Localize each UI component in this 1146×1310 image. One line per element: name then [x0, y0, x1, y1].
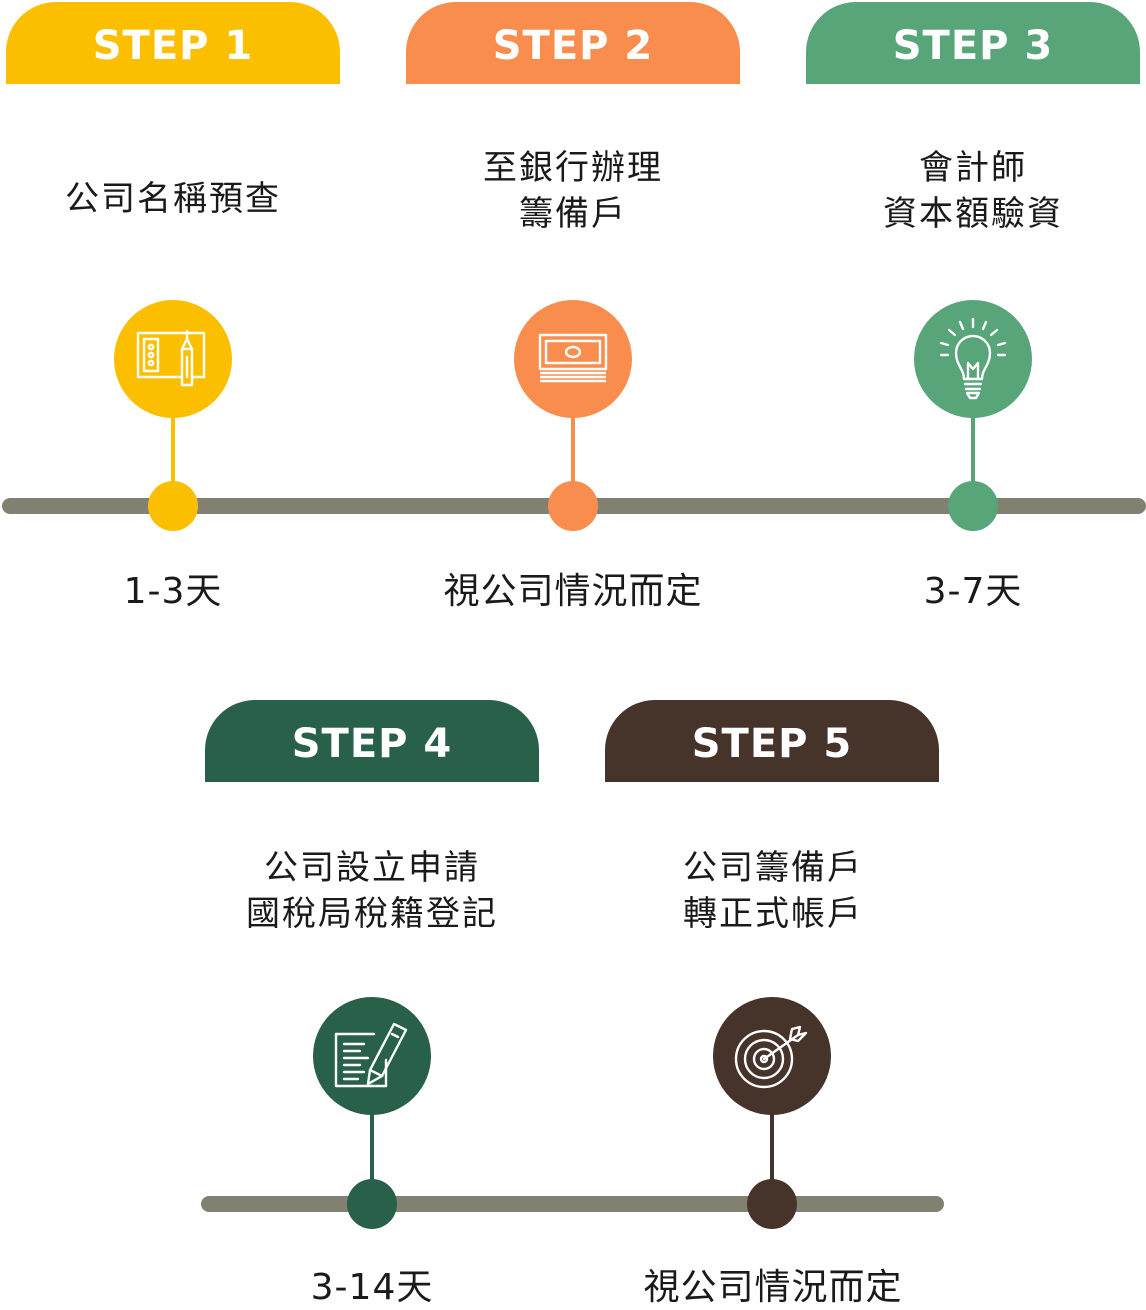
step-2-title: 至銀行辦理 籌備戶 [373, 145, 773, 237]
step-5-title-line-1: 公司籌備戶 [683, 848, 863, 888]
step-5-dot [747, 1179, 797, 1229]
step-1-title: 公司名稱預查 [0, 176, 373, 222]
step-5-stem [770, 1113, 774, 1199]
step-3-duration: 3-7天 [923, 571, 1023, 612]
step-3-title-line-1: 會計師 [919, 148, 1027, 188]
timeline-track-bottom [201, 1196, 944, 1212]
step-3-title: 會計師 資本額驗資 [773, 145, 1146, 237]
step-4-tab: STEP 4 [205, 700, 539, 782]
step-5-tab: STEP 5 [605, 700, 939, 782]
step-3-dot [948, 481, 998, 531]
step-3-icon-badge [914, 300, 1032, 418]
step-2-title-line-2: 籌備戶 [519, 194, 627, 234]
step-3-title-line-2: 資本額驗資 [883, 194, 1063, 234]
lightbulb-icon [939, 317, 1007, 400]
step-1-dot [148, 481, 198, 531]
step-3-tab: STEP 3 [806, 2, 1140, 84]
step-4-dot [347, 1179, 397, 1229]
step-1-duration: 1-3天 [123, 571, 223, 612]
step-1-stem [171, 416, 175, 500]
step-1-icon-badge [114, 300, 232, 418]
step-5-icon-badge [713, 997, 831, 1115]
step-4-icon-badge [313, 997, 431, 1115]
step-2-title-line-1: 至銀行辦理 [483, 148, 663, 188]
step-4-stem [370, 1113, 374, 1199]
step-4-title-line-2: 國稅局稅籍登記 [246, 894, 498, 934]
target-arrow-icon [734, 1025, 808, 1089]
step-4-duration: 3-14天 [310, 1267, 434, 1308]
step-3-stem [971, 416, 975, 500]
step-5-title-line-2: 轉正式帳戶 [683, 894, 863, 934]
step-5-duration: 視公司情況而定 [643, 1267, 903, 1308]
step-4-title: 公司設立申請 國稅局稅籍登記 [172, 845, 572, 937]
step-2-dot [548, 481, 598, 531]
step-2-duration: 視公司情況而定 [443, 571, 703, 612]
document-pen-icon [334, 1022, 408, 1088]
step-4-title-line-1: 公司設立申請 [264, 848, 480, 888]
step-2-stem [571, 416, 575, 500]
step-2-tab: STEP 2 [406, 2, 740, 84]
step-2-icon-badge [514, 300, 632, 418]
step-5-title: 公司籌備戶 轉正式帳戶 [573, 845, 973, 937]
tablet-pen-icon [136, 329, 206, 387]
step-1-title-line-1: 公司名稱預查 [65, 179, 281, 219]
step-1-tab: STEP 1 [6, 2, 340, 84]
money-bill-icon [538, 333, 608, 383]
